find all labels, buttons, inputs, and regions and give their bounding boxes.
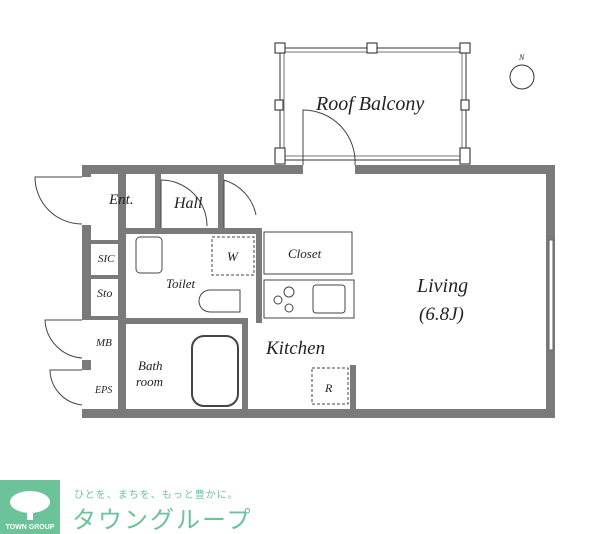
label-sic: SIC [98, 253, 115, 265]
balcony-posts [274, 42, 471, 165]
toilet-fixture [198, 289, 241, 313]
kitchen-counter [263, 279, 355, 319]
wardrobe [211, 236, 255, 276]
label-refrigerator: R [324, 381, 333, 395]
label-mb: MB [95, 337, 112, 349]
fridge-space [311, 367, 349, 405]
balcony-door [302, 109, 356, 166]
label-w: W [227, 249, 239, 264]
bathtub [191, 335, 239, 407]
floor-plan: N Roof Balcony Ent. Hall SIC W Closet To… [34, 42, 555, 418]
label-bath: Bath [138, 358, 163, 373]
sink [312, 284, 346, 314]
label-toilet: Toilet [166, 276, 196, 291]
logo-caption: TOWN GROUP [5, 524, 55, 531]
living-window [548, 239, 554, 351]
tagline: ひとを、まちを、もっと豊かに。 [74, 490, 239, 501]
label-kitchen: Kitchen [265, 338, 325, 359]
label-storage: Sto [97, 286, 112, 300]
label-living: Living [416, 275, 468, 297]
label-eps: EPS [94, 385, 112, 396]
label-hall: Hall [173, 195, 203, 212]
label-living-size: (6.8J) [419, 304, 464, 325]
brand-name: タウングループ [72, 506, 253, 534]
label-entrance: Ent. [108, 192, 134, 208]
tree-icon [10, 491, 50, 520]
compass-label: N [518, 53, 525, 62]
stove [273, 286, 295, 313]
compass: N [509, 53, 535, 90]
washbasin [135, 236, 163, 274]
town-group-logo: TOWN GROUP [0, 480, 60, 534]
doors [34, 176, 257, 406]
label-closet: Closet [288, 246, 322, 261]
closet [263, 231, 353, 275]
label-bath-room: room [136, 374, 163, 389]
label-roof-balcony: Roof Balcony [315, 93, 424, 115]
